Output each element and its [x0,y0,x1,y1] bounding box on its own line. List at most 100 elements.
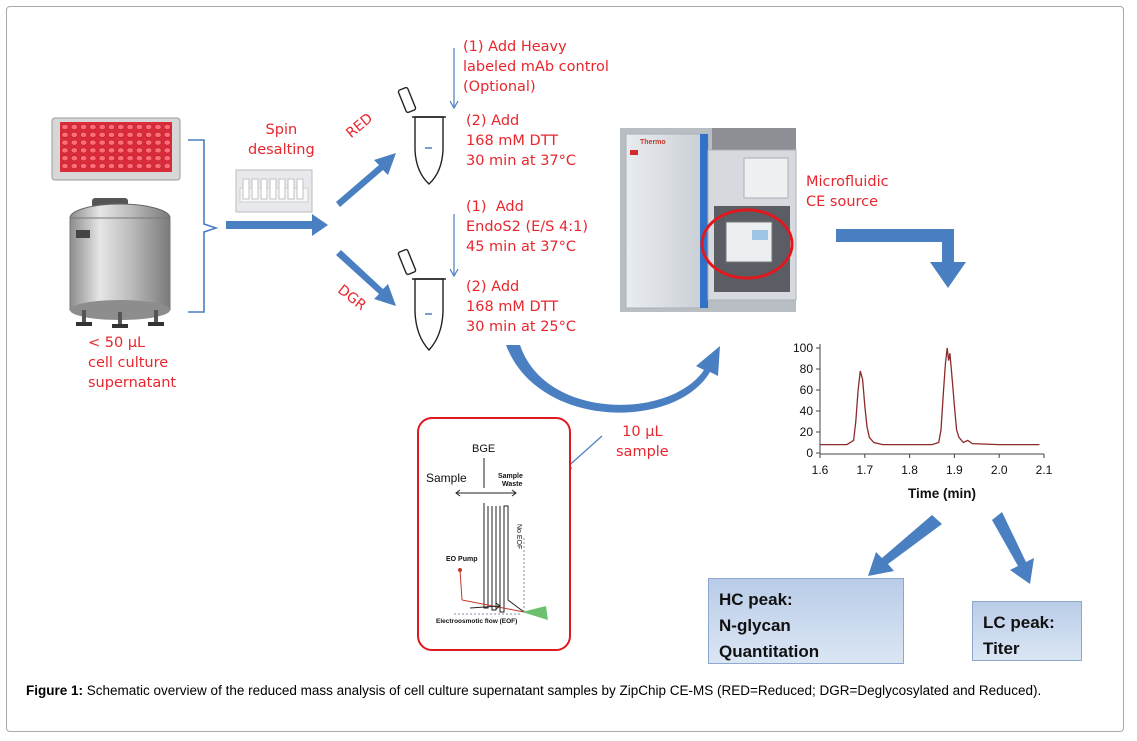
well [108,139,115,146]
well [135,124,143,130]
y-tick-label: 100 [793,341,813,355]
lc-peak-box: LC peak: Titer [972,601,1082,661]
y-tick-label: 20 [800,425,814,439]
x-axis-title: Time (min) [908,486,976,501]
well [80,163,88,169]
mass-spectrometer-image [620,128,797,312]
chip-sample-label: Sample [426,471,467,485]
x-tick-label: 2.1 [1036,463,1053,477]
well [135,131,143,138]
well [154,139,162,146]
well [80,147,88,154]
caption-label: Figure 1: [26,683,84,698]
y-tick-label: 40 [800,404,814,418]
well [145,147,153,154]
well [163,155,171,162]
well [163,131,171,138]
chromatogram-trace [820,347,1040,446]
chip-diagram-frame [417,417,571,651]
well [80,131,88,138]
well [89,124,97,130]
figure-caption: Figure 1: Schematic overview of the redu… [26,682,1106,699]
tube-red [397,86,446,185]
well [117,131,125,138]
hc-peak-box: HC peak: N-glycan Quantitation [708,578,904,664]
microfluidic-label: Microfluidic CE source [806,174,889,210]
well [117,163,125,169]
well [61,147,69,154]
well [126,163,134,169]
well [98,163,106,169]
well [135,163,143,169]
x-tick-label: 2.0 [991,463,1008,477]
well [70,124,78,130]
bracket [188,139,219,313]
well [145,139,153,146]
arrow-to-ms [836,229,966,288]
dgr-step2-text: (2) Add 168 mM DTT 30 min at 25°C [466,279,577,335]
arrow-to-lc [992,512,1034,584]
well [135,147,143,154]
well [89,139,97,146]
well [70,139,78,146]
well [98,124,106,130]
well [126,147,134,154]
x-tick-label: 1.8 [901,463,918,477]
well [98,155,106,162]
chip-no-eof-label: No EOF [515,524,522,549]
well [135,139,143,146]
well [108,147,115,154]
chip-schematic [454,458,548,620]
well [163,124,171,130]
well [61,155,69,162]
y-tick-label: 0 [806,446,813,460]
well [117,147,125,154]
chip-sample-waste-label-2: Waste [502,481,522,488]
arrow-to-dgr [336,250,396,306]
well [98,131,106,138]
well [80,155,88,162]
chip-sample-waste-label-1: Sample [498,473,523,480]
chip-bge-label: BGE [472,443,495,455]
instrument-brand-label: Thermo [640,139,666,146]
well [61,139,69,146]
well [154,147,162,154]
well [108,124,115,130]
chip-labels: BGE Sample Sample Waste No EOF EO Pump E… [426,443,523,625]
well [154,131,162,138]
input-sample-label: < 50 μL cell culture supernatant [88,335,177,391]
well [145,131,153,138]
flow-arrows [226,153,1034,584]
well [70,163,78,169]
well [135,155,143,162]
well [126,155,134,162]
arrow-to-hc [868,515,942,576]
well [89,147,97,154]
caption-text: Schematic overview of the reduced mass a… [83,683,1042,698]
figure-frame [6,6,1124,732]
well [89,155,97,162]
well [163,163,171,169]
well [70,131,78,138]
y-tick-label: 80 [800,362,814,376]
x-tick-label: 1.7 [856,463,873,477]
well [108,163,115,169]
well [154,155,162,162]
well [80,124,88,130]
well [89,163,97,169]
well [89,131,97,138]
well [70,147,78,154]
well [145,124,153,130]
well [108,131,115,138]
chip-eof-label: Electroosmotic flow (EOF) [436,618,517,625]
well [163,139,171,146]
x-tick-label: 1.9 [946,463,963,477]
arrow-to-split [226,214,328,236]
y-tick-label: 60 [800,383,814,397]
spin-desalting-image [235,169,313,213]
well [61,163,69,169]
well [80,139,88,146]
well [163,147,171,154]
